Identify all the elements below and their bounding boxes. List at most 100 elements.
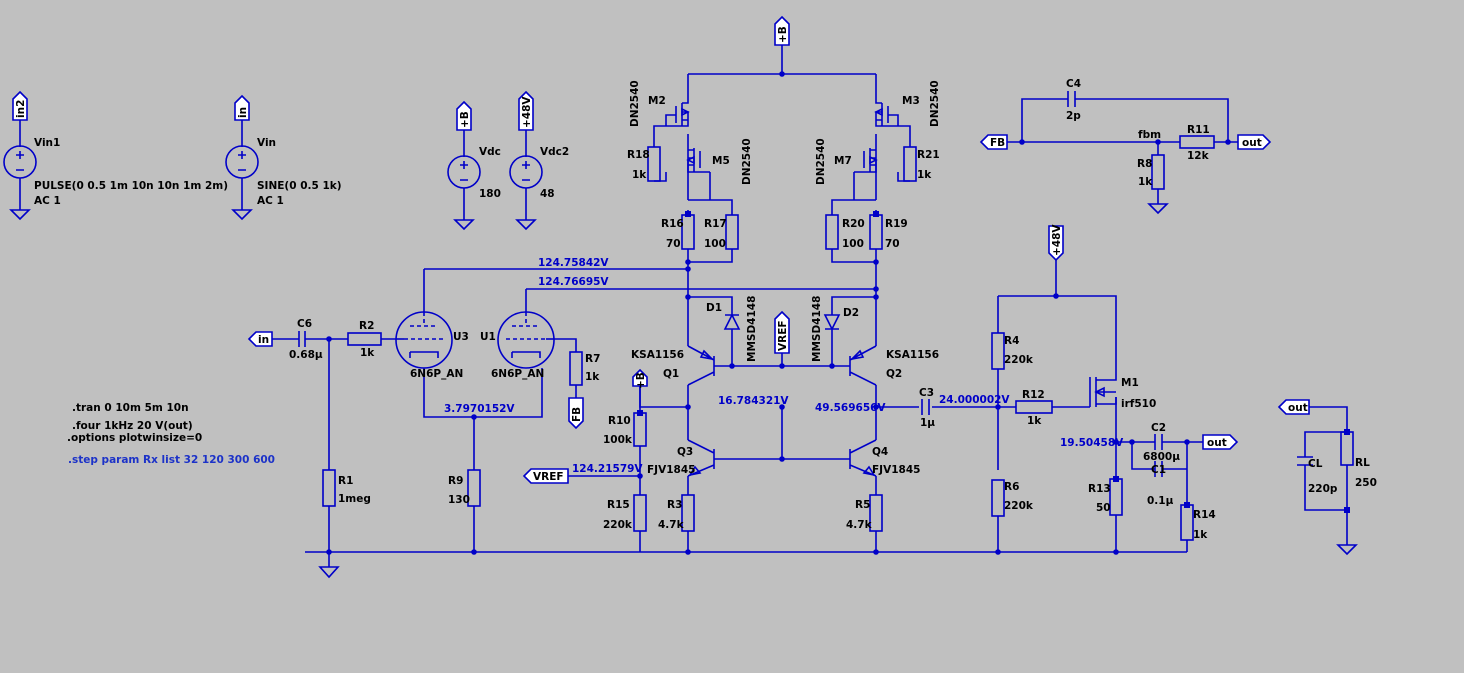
- flag-vref-mid-label: VREF: [777, 320, 789, 351]
- u3-tube[interactable]: U3 6N6P_AN: [395, 311, 469, 380]
- flag-fb-left[interactable]: FB: [979, 134, 1008, 150]
- r9-resistor[interactable]: R9 130: [448, 469, 481, 507]
- flag-plus-48-right[interactable]: +48V: [1048, 224, 1064, 262]
- q1-transistor[interactable]: KSA1156 Q1: [631, 345, 732, 386]
- r13-value: 50: [1096, 502, 1111, 514]
- r16-resistor[interactable]: R16 70: [661, 214, 695, 250]
- r15-value: 220k: [603, 519, 633, 531]
- r12-resistor[interactable]: R12 1k: [1015, 389, 1053, 427]
- vdc2-source[interactable]: Vdc2 48: [509, 146, 569, 200]
- q3-transistor[interactable]: Q3 FJV1845: [647, 439, 718, 477]
- r6-resistor[interactable]: R6 220k: [991, 479, 1034, 517]
- flag-in-left[interactable]: in: [247, 331, 273, 347]
- r9-value: 130: [448, 494, 470, 506]
- flag-fb-bottom[interactable]: FB: [568, 397, 584, 430]
- r14-resistor[interactable]: R14 1k: [1180, 504, 1216, 541]
- q2-name: Q2: [886, 368, 902, 380]
- r20-resistor[interactable]: R20 100: [825, 214, 865, 250]
- c6-capacitor[interactable]: C6 0.68µ: [289, 318, 323, 361]
- r13-resistor[interactable]: R13 50: [1088, 478, 1123, 516]
- vin1-source[interactable]: Vin1 PULSE(0 0.5 1m 10n 10n 1m 2m) AC 1: [3, 137, 228, 207]
- q2-transistor[interactable]: KSA1156 Q2: [832, 345, 939, 386]
- r8-resistor[interactable]: R8 1k: [1137, 154, 1165, 190]
- r14-name: R14: [1193, 509, 1216, 521]
- flag-plus-48-vdc2-label: +48V: [521, 96, 533, 128]
- d2-model: MMSD4148: [811, 296, 823, 362]
- r5-resistor[interactable]: R5 4.7k: [846, 494, 883, 532]
- r8-name: R8: [1137, 158, 1152, 170]
- r15-name: R15: [607, 499, 630, 511]
- c1-value: 0.1µ: [1147, 495, 1174, 507]
- r3-resistor[interactable]: R3 4.7k: [658, 494, 695, 532]
- flag-plus-48-vdc2[interactable]: +48V: [518, 90, 534, 131]
- c6-name: C6: [297, 318, 312, 330]
- voltage-v6: 24.000002V: [939, 394, 1010, 406]
- m1-mosfet[interactable]: M1 irf510: [1089, 354, 1156, 410]
- flag-plus-48-right-label: +48V: [1051, 224, 1063, 256]
- m5-model: DN2540: [741, 138, 753, 185]
- flag-in2[interactable]: in2: [12, 90, 28, 121]
- vdc-source[interactable]: Vdc 180: [447, 146, 501, 200]
- r21-name: R21: [917, 149, 940, 161]
- flag-vref-mid[interactable]: VREF: [774, 310, 790, 354]
- r4-value: 220k: [1004, 354, 1034, 366]
- q1-model: KSA1156: [631, 349, 684, 361]
- q4-transistor[interactable]: Q4 FJV1845: [846, 439, 920, 477]
- q4-model: FJV1845: [872, 464, 920, 476]
- m1-name: M1: [1121, 377, 1139, 389]
- u1-tube[interactable]: U1 6N6P_AN: [480, 311, 555, 380]
- rl-resistor[interactable]: RL 250: [1340, 431, 1377, 489]
- flag-in-source[interactable]: in: [234, 94, 250, 121]
- r17-resistor[interactable]: R17 100: [704, 214, 739, 250]
- r4-resistor[interactable]: R4 220k: [991, 332, 1034, 370]
- r18-resistor[interactable]: R18 1k: [627, 146, 661, 182]
- directive-options[interactable]: .options plotwinsize=0: [67, 432, 202, 444]
- flag-out-load[interactable]: out: [1277, 399, 1310, 415]
- r11-resistor[interactable]: R11 12k: [1179, 124, 1215, 162]
- q3-name: Q3: [677, 446, 693, 458]
- flag-out-fb[interactable]: out: [1237, 134, 1272, 150]
- r19-resistor[interactable]: R19 70: [869, 214, 908, 250]
- m5-mosfet[interactable]: M5 DN2540: [686, 138, 753, 200]
- r2-resistor[interactable]: R2 1k: [347, 320, 382, 359]
- m7-mosfet[interactable]: M7 DN2540: [815, 138, 878, 200]
- r10-resistor[interactable]: R10 100k: [603, 412, 647, 447]
- r21-resistor[interactable]: R21 1k: [903, 146, 940, 182]
- flag-out-right[interactable]: out: [1202, 434, 1239, 450]
- wires: [19, 45, 1348, 567]
- directive-step[interactable]: .step param Rx list 32 120 300 600: [68, 454, 275, 466]
- q1-name: Q1: [663, 368, 679, 380]
- net-label-fbm: fbm: [1138, 129, 1161, 141]
- r7-name: R7: [585, 353, 600, 365]
- d2-diode[interactable]: D2 MMSD4148: [811, 296, 859, 362]
- rl-value: 250: [1355, 477, 1377, 489]
- c1-capacitor[interactable]: C1 0.1µ: [1147, 461, 1174, 507]
- r1-resistor[interactable]: R1 1meg: [322, 469, 371, 507]
- flag-plus-b-vdc[interactable]: +B: [456, 100, 472, 131]
- r11-name: R11: [1187, 124, 1210, 136]
- r7-resistor[interactable]: R7 1k: [569, 351, 600, 386]
- c3-capacitor[interactable]: C3 1µ: [919, 387, 935, 429]
- r1-name: R1: [338, 475, 353, 487]
- voltage-v1: 124.75842V: [538, 257, 609, 269]
- flag-in-source-label: in: [237, 107, 249, 118]
- voltage-v2: 124.76695V: [538, 276, 609, 288]
- c2-capacitor[interactable]: C2 6800µ: [1143, 422, 1180, 463]
- directive-four[interactable]: .four 1kHz 20 V(out): [72, 420, 193, 432]
- spice-directives[interactable]: .tran 0 10m 5m 10n .four 1kHz 20 V(out) …: [67, 402, 275, 466]
- c4-capacitor[interactable]: C4 2p: [1066, 78, 1081, 122]
- r15-resistor[interactable]: R15 220k: [603, 494, 647, 532]
- voltage-v8: 124.21579V: [572, 463, 643, 475]
- flag-plus-b-top[interactable]: +B: [774, 15, 790, 46]
- vdc-value: 180: [479, 188, 501, 200]
- m2-mosfet[interactable]: M2 DN2540: [629, 80, 690, 127]
- m3-mosfet[interactable]: M3 DN2540: [874, 80, 941, 127]
- d1-diode[interactable]: D1 MMSD4148: [706, 296, 758, 362]
- vin-source[interactable]: Vin SINE(0 0.5 1k) AC 1: [225, 137, 342, 207]
- directive-tran[interactable]: .tran 0 10m 5m 10n: [72, 402, 189, 414]
- flag-plus-b-mid[interactable]: +B: [632, 368, 648, 389]
- flag-vref-left[interactable]: VREF: [522, 468, 569, 484]
- r21-value: 1k: [917, 169, 932, 181]
- cl-capacitor[interactable]: CL 220p: [1297, 456, 1338, 495]
